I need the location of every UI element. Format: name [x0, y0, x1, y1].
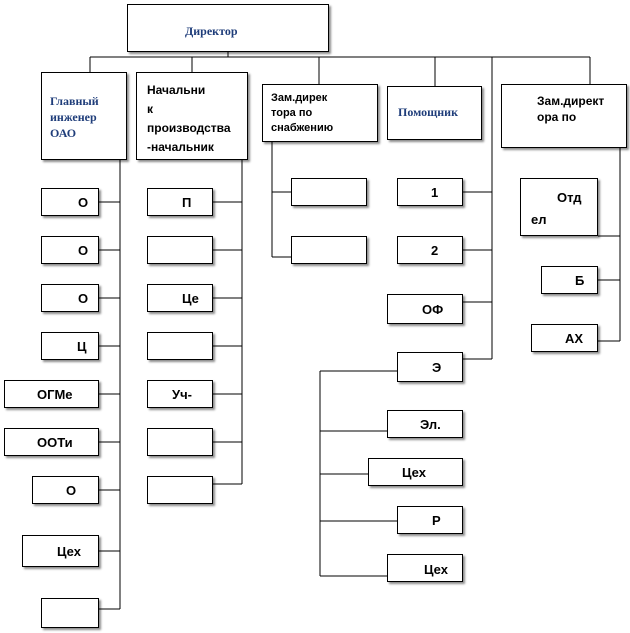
ph-item-5: Уч- [147, 380, 213, 408]
ce-item-1: О [41, 188, 99, 216]
as-sub-item-3: Р [397, 506, 463, 534]
ce-item-6-label: ООТи [37, 435, 73, 450]
as-item-4: Э [397, 352, 463, 382]
ph-item-4 [147, 332, 213, 360]
as-sub-item-3-label: Р [432, 513, 441, 528]
production-head-box: Начальни к производства -начальник [136, 72, 248, 160]
sd-item-1 [291, 178, 367, 206]
ph-item-1: П [147, 188, 213, 216]
ce-item-9 [41, 598, 99, 628]
director-box: Директор [127, 4, 329, 52]
as-item-2: 2 [397, 236, 463, 264]
ce-item-6: ООТи [4, 428, 99, 456]
ad-item-2-label: Б [575, 273, 585, 288]
as-sub-item-4: Цех [387, 554, 463, 582]
admin-deputy-label: Зам.директ ора по [537, 94, 605, 124]
ce-item-8-label: Цех [57, 544, 81, 559]
as-sub-item-4-label: Цех [424, 562, 448, 577]
ad-item-1: Отд ел [520, 178, 598, 236]
ad-item-2: Б [541, 266, 598, 294]
ce-item-7: О [32, 476, 99, 504]
chief-engineer-box: Главный инженер ОАО [41, 72, 127, 160]
supply-deputy-label: Зам.дирек тора по снабжению [271, 92, 334, 134]
production-head-label: Начальни к производства -начальник [147, 83, 231, 154]
chief-engineer-label: Главный инженер ОАО [50, 94, 99, 140]
ce-item-4-label: Ц [77, 339, 87, 354]
ce-item-2-label: О [78, 243, 89, 258]
ph-item-6 [147, 428, 213, 456]
ce-item-5: ОГМе [4, 380, 99, 408]
assistant-label: Помощник [398, 105, 458, 119]
ce-item-3-label: О [78, 291, 89, 306]
supply-deputy-box: Зам.дирек тора по снабжению [262, 84, 378, 142]
as-item-4-label: Э [432, 360, 442, 375]
director-label: Директор [185, 24, 238, 38]
as-item-1-label: 1 [431, 185, 439, 200]
as-item-2-label: 2 [431, 243, 439, 258]
ce-item-4: Ц [41, 332, 99, 360]
ad-item-1-label: Отд ел [531, 190, 582, 227]
admin-deputy-box: Зам.директ ора по [501, 84, 627, 148]
ce-item-5-label: ОГМе [37, 387, 73, 402]
ad-item-3: АХ [531, 324, 598, 352]
assistant-box: Помощник [387, 86, 482, 140]
ph-item-2 [147, 236, 213, 264]
as-sub-item-2-label: Цех [402, 465, 426, 480]
sd-item-2 [291, 236, 367, 264]
ce-item-7-label: О [66, 483, 77, 498]
ph-item-3: Це [147, 284, 213, 312]
ce-item-3: О [41, 284, 99, 312]
ph-item-5-label: Уч- [172, 387, 192, 402]
as-item-3-label: ОФ [422, 302, 444, 317]
as-item-1: 1 [397, 178, 463, 206]
as-item-3: ОФ [387, 294, 463, 324]
ce-item-2: О [41, 236, 99, 264]
ad-item-3-label: АХ [565, 331, 584, 346]
as-sub-item-1: Эл. [387, 410, 463, 438]
ce-item-8: Цех [22, 535, 99, 567]
ph-item-3-label: Це [182, 291, 199, 306]
ce-item-1-label: О [78, 195, 89, 210]
as-sub-item-1-label: Эл. [420, 417, 441, 432]
ph-item-1-label: П [182, 195, 192, 210]
as-sub-item-2: Цех [368, 458, 463, 486]
ph-item-7 [147, 476, 213, 504]
